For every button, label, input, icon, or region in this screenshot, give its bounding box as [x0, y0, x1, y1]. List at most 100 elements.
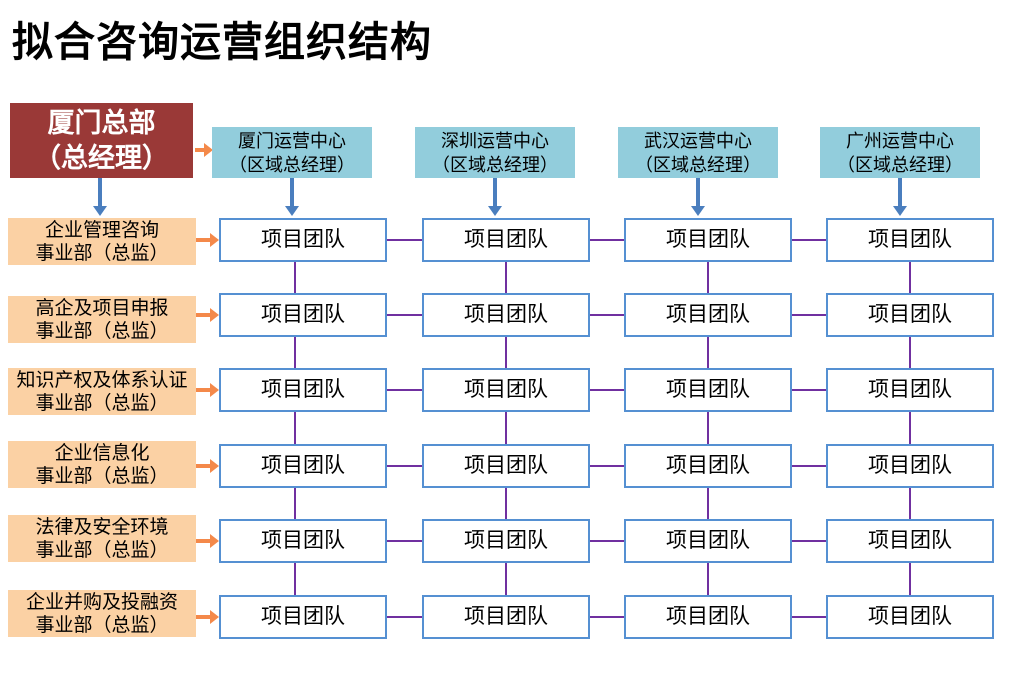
arrow-shaft	[196, 539, 211, 543]
down-arrow-icon	[93, 178, 107, 216]
dept-box-legal-safety-environment: 法律及安全环境 事业部（总监）	[8, 515, 196, 562]
team-box: 项目团队	[219, 519, 387, 563]
connector-line	[909, 563, 911, 595]
arrow-head	[210, 233, 219, 247]
connector-line	[792, 389, 826, 391]
right-arrow-icon	[196, 233, 219, 247]
team-box: 项目团队	[219, 444, 387, 488]
team-box: 项目团队	[826, 519, 994, 563]
team-box: 项目团队	[624, 293, 792, 337]
arrow-head	[893, 206, 907, 216]
center-box-line2: （区域总经理）	[837, 154, 963, 175]
team-box: 项目团队	[826, 595, 994, 639]
connector-line	[294, 262, 296, 293]
team-box: 项目团队	[624, 368, 792, 412]
team-box: 项目团队	[826, 293, 994, 337]
connector-line	[505, 488, 507, 519]
team-box: 项目团队	[422, 218, 590, 262]
hq-box-line1: 厦门总部	[47, 107, 156, 138]
connector-line	[387, 239, 422, 241]
hq-box-xiamen-headquarters: 厦门总部 （总经理）	[10, 103, 193, 178]
dept-box-line2: 事业部（总监）	[35, 465, 169, 487]
arrow-shaft	[196, 238, 211, 242]
arrow-shaft	[196, 388, 211, 392]
connector-line	[294, 337, 296, 368]
center-box-xiamen: 厦门运营中心 （区域总经理）	[212, 127, 372, 178]
page-title: 拟合咨询运营组织结构	[12, 19, 432, 65]
arrow-shaft	[290, 178, 294, 207]
right-arrow-icon	[196, 308, 219, 322]
team-box: 项目团队	[826, 218, 994, 262]
dept-box-line2: 事业部（总监）	[35, 242, 169, 264]
team-box: 项目团队	[624, 444, 792, 488]
team-box: 项目团队	[422, 595, 590, 639]
center-box-line2: （区域总经理）	[432, 154, 558, 175]
team-box: 项目团队	[219, 368, 387, 412]
arrow-shaft	[898, 178, 902, 207]
dept-box-line1: 企业管理咨询	[44, 219, 159, 241]
arrow-shaft	[196, 464, 211, 468]
right-arrow-icon	[195, 143, 213, 157]
down-arrow-icon	[691, 178, 705, 216]
connector-line	[294, 563, 296, 595]
connector-line	[387, 540, 422, 542]
connector-line	[707, 412, 709, 444]
connector-line	[792, 314, 826, 316]
team-box: 项目团队	[219, 218, 387, 262]
connector-line	[387, 314, 422, 316]
connector-line	[505, 412, 507, 444]
team-box: 项目团队	[219, 293, 387, 337]
team-box: 项目团队	[422, 293, 590, 337]
connector-line	[590, 314, 624, 316]
arrow-shaft	[195, 148, 205, 152]
team-box: 项目团队	[624, 218, 792, 262]
connector-line	[590, 465, 624, 467]
arrow-head	[691, 206, 705, 216]
right-arrow-icon	[196, 383, 219, 397]
dept-box-line2: 事业部（总监）	[35, 392, 169, 414]
connector-line	[909, 262, 911, 293]
center-box-line2: （区域总经理）	[229, 154, 355, 175]
arrow-shaft	[98, 178, 102, 207]
connector-line	[792, 540, 826, 542]
connector-line	[590, 616, 624, 618]
team-box: 项目团队	[624, 595, 792, 639]
center-box-line1: 广州运营中心	[846, 130, 954, 151]
dept-box-line1: 企业并购及投融资	[25, 591, 178, 613]
arrow-head	[285, 206, 299, 216]
arrow-head	[210, 308, 219, 322]
dept-box-ip-system-certification: 知识产权及体系认证 事业部（总监）	[8, 368, 196, 415]
team-box: 项目团队	[624, 519, 792, 563]
connector-line	[505, 563, 507, 595]
dept-box-line1: 高企及项目申报	[35, 297, 169, 319]
center-box-guangzhou: 广州运营中心 （区域总经理）	[820, 127, 980, 178]
team-box: 项目团队	[422, 444, 590, 488]
center-box-line1: 厦门运营中心	[238, 130, 346, 151]
connector-line	[387, 389, 422, 391]
dept-box-management-consulting: 企业管理咨询 事业部（总监）	[8, 218, 196, 265]
connector-line	[909, 488, 911, 519]
arrow-head	[204, 143, 213, 157]
down-arrow-icon	[285, 178, 299, 216]
center-box-shenzhen: 深圳运营中心 （区域总经理）	[415, 127, 575, 178]
right-arrow-icon	[196, 459, 219, 473]
dept-box-hightech-project-filing: 高企及项目申报 事业部（总监）	[8, 296, 196, 343]
dept-box-line2: 事业部（总监）	[35, 539, 169, 561]
arrow-shaft	[196, 313, 211, 317]
connector-line	[294, 412, 296, 444]
arrow-shaft	[196, 615, 211, 619]
dept-box-line1: 知识产权及体系认证	[16, 369, 188, 391]
dept-box-enterprise-informatization: 企业信息化 事业部（总监）	[8, 441, 196, 488]
connector-line	[387, 616, 422, 618]
arrow-shaft	[696, 178, 700, 207]
arrow-head	[210, 383, 219, 397]
arrow-head	[210, 610, 219, 624]
right-arrow-icon	[196, 534, 219, 548]
connector-line	[294, 488, 296, 519]
dept-box-line2: 事业部（总监）	[35, 614, 169, 636]
connector-line	[792, 239, 826, 241]
connector-line	[590, 540, 624, 542]
center-box-line2: （区域总经理）	[635, 154, 761, 175]
team-box: 项目团队	[422, 519, 590, 563]
